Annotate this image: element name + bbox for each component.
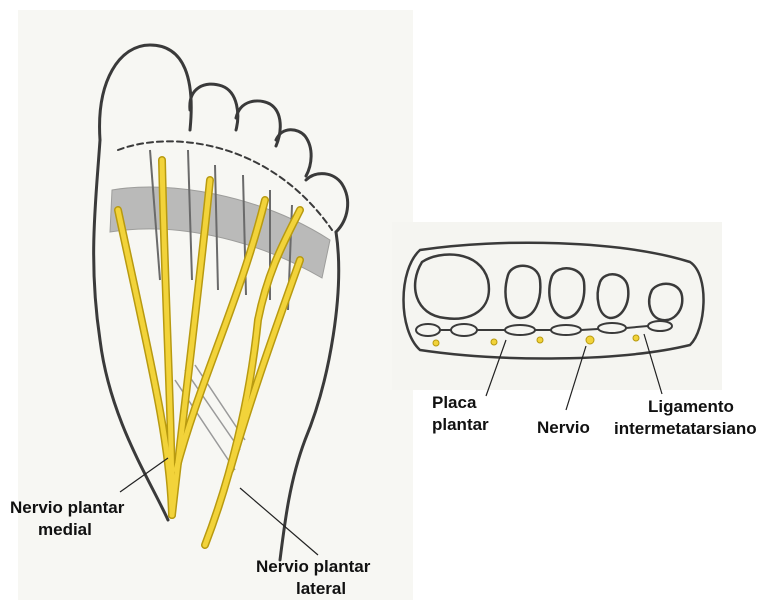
label-line: Nervio plantar — [10, 497, 124, 519]
label-nervio: Nervio — [537, 417, 590, 439]
label-line: lateral — [256, 578, 370, 600]
label-line: Nervio — [537, 418, 590, 437]
label-ligamento-intermetatarsiano: Ligamento intermetatarsiano — [614, 396, 757, 440]
label-line: Placa — [432, 392, 489, 414]
label-line: Nervio plantar — [256, 556, 370, 578]
label-line: plantar — [432, 414, 489, 436]
label-line: intermetatarsiano — [614, 418, 757, 440]
label-nervio-plantar-medial: Nervio plantar medial — [10, 497, 124, 541]
label-line: medial — [10, 519, 124, 541]
label-line: Ligamento — [614, 396, 757, 418]
label-nervio-plantar-lateral: Nervio plantar lateral — [256, 556, 370, 600]
label-placa-plantar: Placa plantar — [432, 392, 489, 436]
